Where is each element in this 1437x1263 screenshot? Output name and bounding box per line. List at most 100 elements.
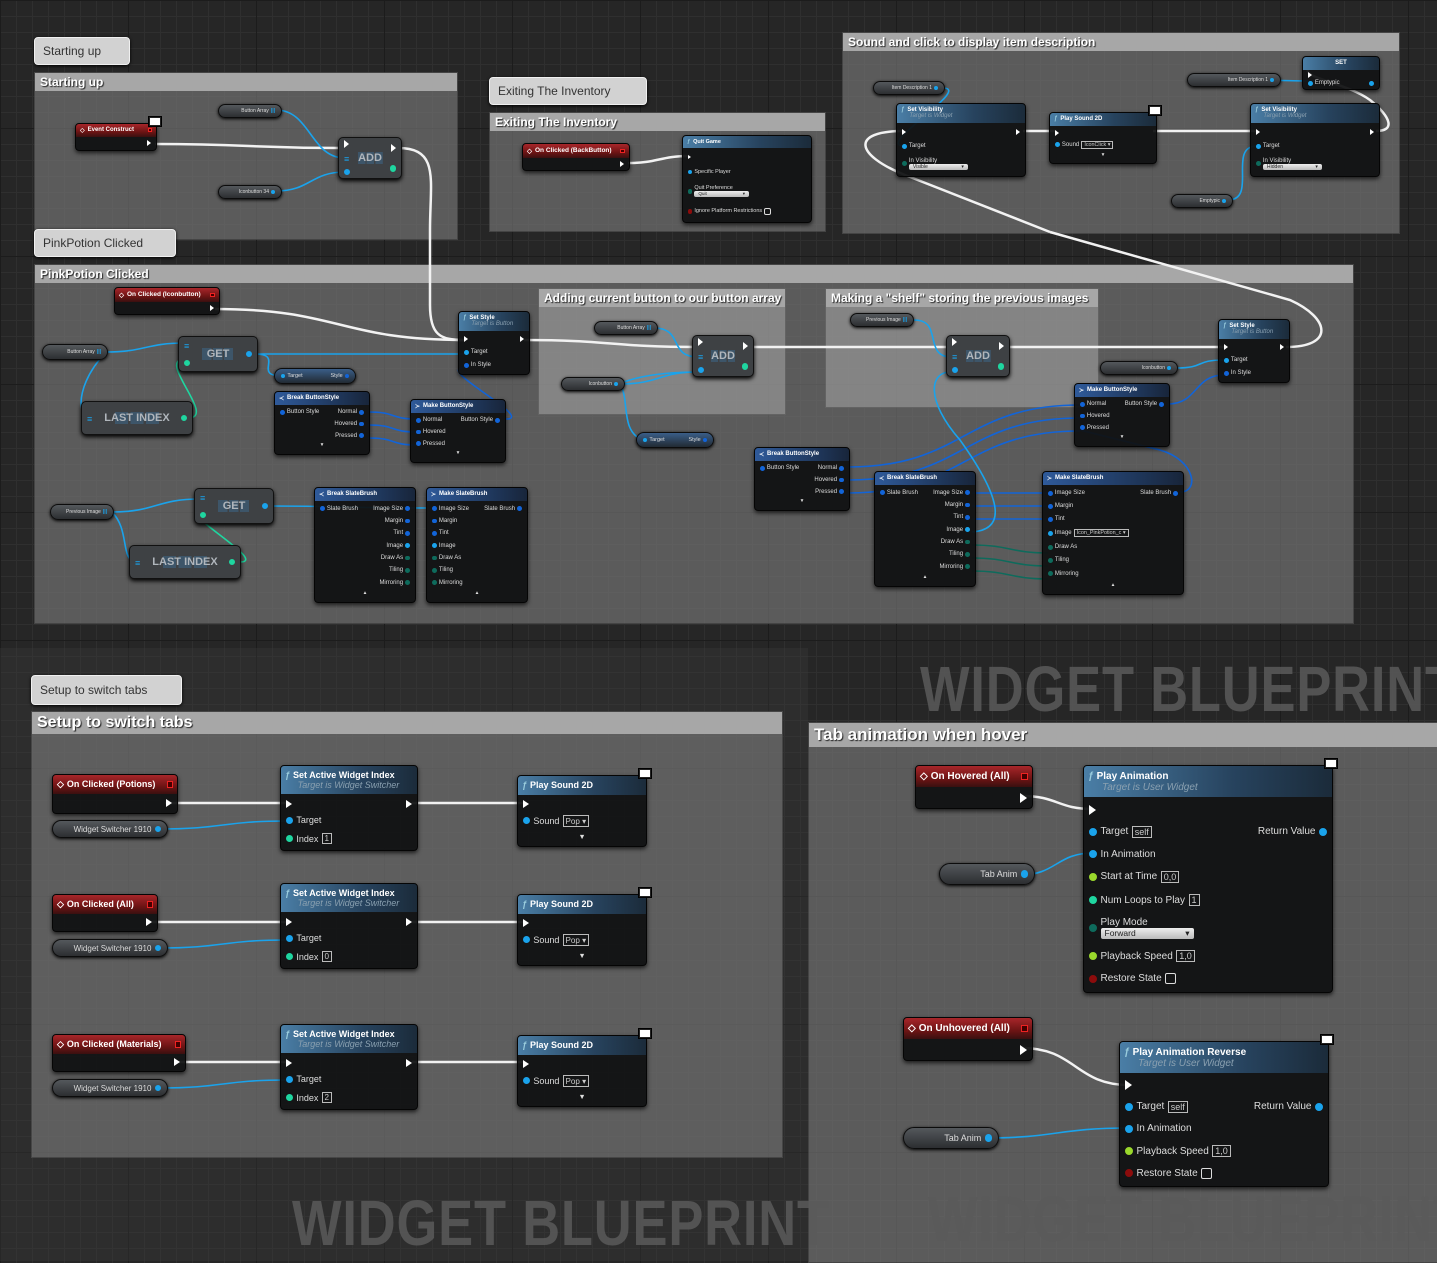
pin-default-value[interactable]: 1 bbox=[1188, 894, 1200, 907]
input-pin[interactable] bbox=[1048, 571, 1053, 576]
input-pin[interactable] bbox=[1125, 1169, 1133, 1178]
variable-v_btnarr2[interactable]: Button Array||| bbox=[42, 344, 108, 360]
exec-in-pin[interactable] bbox=[286, 799, 292, 808]
exec-in-pin[interactable] bbox=[902, 128, 906, 135]
expand-arrow-icon[interactable]: ▼ bbox=[578, 1092, 586, 1102]
delegate-pin[interactable] bbox=[1021, 773, 1028, 780]
pin-default-value[interactable]: self bbox=[1131, 825, 1152, 838]
index-pin[interactable] bbox=[952, 366, 959, 373]
input-pin[interactable] bbox=[1055, 142, 1060, 148]
comment-title[interactable]: Making a "shelf" storing the previous im… bbox=[826, 289, 1098, 307]
output-pin[interactable] bbox=[405, 567, 410, 573]
comment-bubble[interactable]: Starting up bbox=[34, 37, 130, 65]
input-pin[interactable] bbox=[432, 543, 437, 549]
output-pin[interactable] bbox=[359, 421, 364, 427]
output-pin[interactable] bbox=[965, 539, 970, 545]
exec-out-pin[interactable] bbox=[999, 341, 1004, 350]
checkbox[interactable] bbox=[1165, 973, 1177, 985]
input-pin[interactable] bbox=[1089, 850, 1097, 859]
output-pin[interactable] bbox=[984, 1134, 992, 1142]
output-pin[interactable] bbox=[839, 477, 844, 483]
expand-arrow-icon[interactable]: ▼ bbox=[319, 443, 325, 449]
macro-node-last1[interactable]: LAST INDEX≡ bbox=[81, 401, 193, 435]
exec-in-pin[interactable] bbox=[688, 154, 691, 159]
exec-in-pin[interactable] bbox=[464, 336, 468, 343]
input-pin[interactable] bbox=[880, 490, 885, 496]
delegate-pin[interactable] bbox=[174, 1041, 181, 1048]
exec-out-pin[interactable] bbox=[1016, 128, 1020, 135]
input-pin[interactable] bbox=[416, 418, 421, 423]
output-pin[interactable] bbox=[405, 530, 410, 536]
dropdown-quit-preference[interactable]: Quit▾ bbox=[694, 191, 750, 198]
exec-in-pin[interactable] bbox=[1125, 1080, 1132, 1091]
comment-title[interactable]: Tab animation when hover bbox=[809, 723, 1437, 747]
event-node-ev_construct[interactable]: ◇Event Construct bbox=[75, 116, 162, 151]
delegate-pin[interactable] bbox=[147, 128, 152, 133]
pin-default-value[interactable]: IconClick ▾ bbox=[1081, 140, 1114, 149]
output-pin[interactable] bbox=[965, 551, 970, 557]
array-pin-icon[interactable]: ≡ bbox=[200, 493, 206, 503]
exec-in-pin[interactable] bbox=[286, 917, 292, 926]
input-pin[interactable] bbox=[1224, 371, 1229, 376]
pin-default-value[interactable]: Pop ▾ bbox=[562, 933, 590, 946]
array-pin-icon[interactable]: ≡ bbox=[344, 154, 350, 164]
variable-v_tab2[interactable]: Tab Anim bbox=[903, 1127, 999, 1149]
pin-default-value[interactable]: 0,0 bbox=[1160, 870, 1180, 883]
input-pin[interactable] bbox=[464, 363, 469, 368]
exec-in-pin[interactable] bbox=[1308, 72, 1312, 79]
variable-v_btnarr1[interactable]: Button Array||| bbox=[218, 104, 282, 118]
pin-default-value[interactable]: Pop ▾ bbox=[562, 814, 590, 827]
input-pin[interactable] bbox=[1089, 872, 1097, 881]
event-node-ev_back[interactable]: ◇On Clicked (BackButton) bbox=[522, 143, 630, 171]
exec-out-pin[interactable] bbox=[1370, 128, 1374, 135]
input-pin[interactable] bbox=[1089, 952, 1097, 961]
output-pin[interactable] bbox=[934, 86, 938, 90]
delegate-pin[interactable] bbox=[146, 901, 153, 908]
variable-v_btnarr3[interactable]: Button Array||| bbox=[594, 321, 658, 335]
event-node-ev_hover[interactable]: ◇On Hovered (All) bbox=[915, 765, 1033, 809]
input-pin[interactable] bbox=[1048, 490, 1053, 496]
output-pin[interactable] bbox=[154, 944, 161, 952]
macro-node-last2[interactable]: LAST INDEX≡ bbox=[129, 545, 241, 579]
collapse-arrow-icon[interactable]: ▲ bbox=[1110, 582, 1116, 588]
input-pin[interactable] bbox=[523, 1077, 531, 1085]
input-pin[interactable] bbox=[416, 441, 421, 447]
variable-v_itemdesc2[interactable]: Item Description 1 bbox=[1187, 73, 1281, 87]
output-pin[interactable] bbox=[154, 825, 161, 833]
output-pin[interactable] bbox=[1167, 366, 1171, 370]
output-pin[interactable] bbox=[180, 414, 187, 421]
pin-default-value[interactable]: 1,0 bbox=[1212, 1145, 1231, 1158]
exec-in-pin[interactable] bbox=[1055, 130, 1059, 137]
exec-out-pin[interactable] bbox=[391, 143, 396, 152]
input-pin[interactable] bbox=[432, 567, 437, 573]
expand-arrow-icon[interactable]: ▼ bbox=[455, 451, 461, 457]
variable-v_iconbtn3[interactable]: Iconbutton bbox=[1100, 361, 1178, 375]
output-pin[interactable] bbox=[965, 514, 970, 520]
input-pin[interactable] bbox=[1308, 80, 1313, 86]
comment-bubble[interactable]: Setup to switch tabs bbox=[31, 675, 182, 705]
pin-default-value[interactable]: Pop ▾ bbox=[562, 1074, 590, 1087]
comment-title[interactable]: Exiting The Inventory bbox=[490, 113, 825, 131]
expand-arrow-icon[interactable]: ▼ bbox=[578, 832, 586, 842]
exec-out-pin[interactable] bbox=[620, 160, 624, 167]
macro-node-add2[interactable]: ADD≡ bbox=[692, 335, 754, 377]
exec-in-pin[interactable] bbox=[286, 1058, 292, 1067]
input-pin[interactable] bbox=[688, 209, 693, 214]
input-pin[interactable] bbox=[286, 934, 294, 943]
pin-default-value[interactable]: 1 bbox=[321, 833, 333, 845]
exec-out-pin[interactable] bbox=[635, 1060, 641, 1068]
index-pin[interactable] bbox=[698, 366, 705, 373]
input-pin[interactable] bbox=[286, 1075, 294, 1084]
exec-out-pin[interactable] bbox=[210, 304, 214, 311]
input-pin[interactable] bbox=[902, 143, 907, 149]
array-pin-icon[interactable]: ||| bbox=[270, 108, 275, 114]
output-pin[interactable] bbox=[495, 418, 500, 423]
exec-in-pin[interactable] bbox=[952, 338, 957, 346]
